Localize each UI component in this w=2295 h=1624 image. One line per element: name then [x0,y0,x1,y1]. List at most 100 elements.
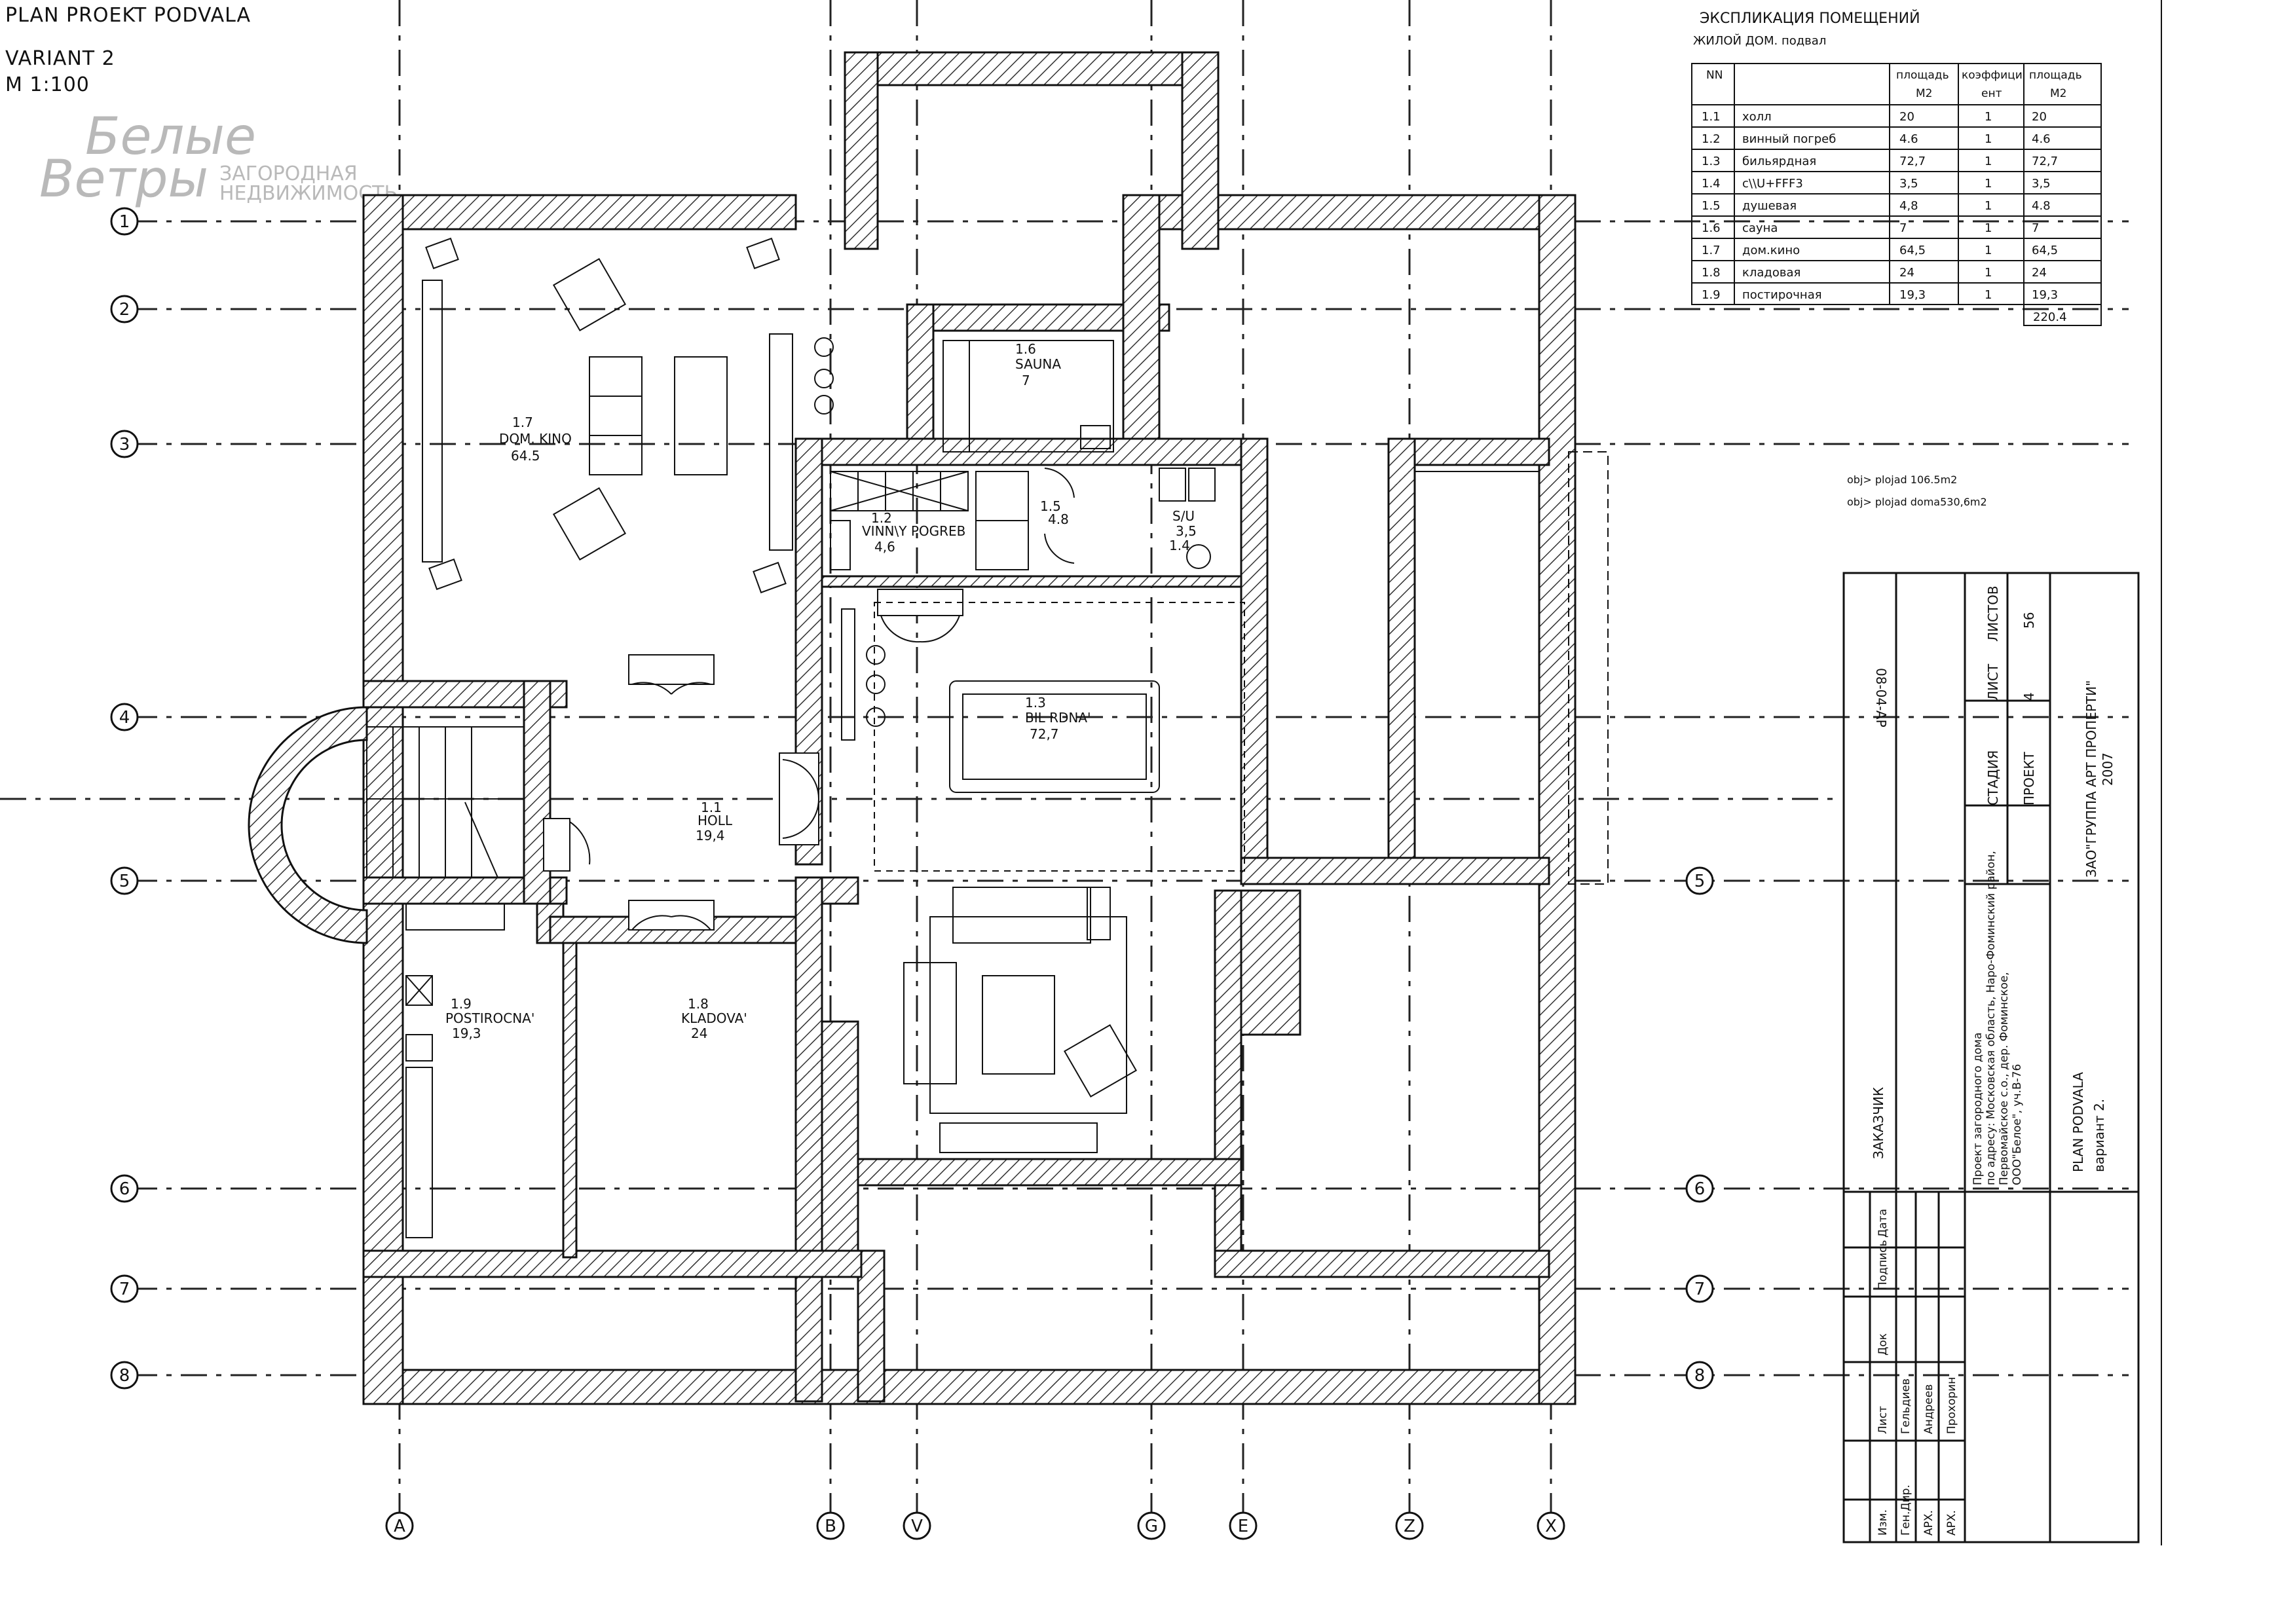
table-cell: сауна [1742,221,1778,235]
stamp-stage-value: ПРОЕКТ [2021,751,2037,805]
stamp-sheet-variant: вариант 2. [2091,1099,2107,1172]
room-1-2-number: 1.2 [871,510,892,526]
room-1-9-area: 19,3 [452,1025,481,1041]
room-1-7-number: 1.7 [512,415,533,430]
stamp-role-1: Ген.Дир. [1899,1485,1912,1536]
table-cell: 7 [1899,221,1907,235]
axis-label-row-6-right: 6 [1694,1179,1706,1199]
room-1-1-area: 19,4 [696,828,725,843]
plan-variant: VARIANT 2 [5,47,115,70]
table-head-area: площадь [1896,69,1949,82]
room-1-1-name: HOLL [698,813,733,828]
table-unit-coef: ент [1981,87,2002,100]
room-1-5-number: 1.5 [1040,498,1061,514]
stamp-sheets-value: 56 [2021,612,2037,629]
axis-label-col-b: B [825,1517,836,1536]
table-cell: 1.6 [1702,221,1721,235]
stamp-role-3: АРХ. [1945,1510,1958,1536]
table-cell: холл [1742,110,1772,124]
doors [543,468,1075,931]
table-unit-area2: М2 [2050,87,2066,100]
room-1-6-name: SAUNA [1015,356,1061,372]
staircase [366,726,525,878]
stamp-sheets-head: ЛИСТОВ [1985,585,2001,642]
table-cell: кладовая [1742,266,1801,280]
axis-label-col-g: G [1145,1517,1158,1536]
room-1-2-name: VINN\Y POGREB [862,523,965,539]
room-1-9-name: POSTIROCNA' [445,1010,534,1026]
table-cell: 4.6 [1899,132,1918,146]
axis-label-row-7: 7 [119,1280,130,1299]
logo-sub1: ЗАГОРОДНАЯ [219,162,358,185]
title-block [1842,0,2162,1545]
axis-label-col-a: A [394,1517,405,1536]
stamp-project-1: Проект загородного дома [1971,1033,1985,1185]
axis-bubbles [110,207,1714,1540]
stamp-head-izm: Изм. [1876,1509,1890,1536]
table-cell: 64,5 [1899,244,1926,257]
table-cell: 3,5 [2032,177,2051,191]
table-cell: 64,5 [2032,244,2058,257]
stamp-company: ЗАО"ГРУППА АРТ ПРОПЕРТИ" [2083,680,2099,877]
table-cell: 1 [1985,266,1992,280]
stamp-role-2: АРХ. [1922,1510,1935,1536]
axis-label-row-1: 1 [119,212,130,232]
axis-grid [0,0,2129,1519]
axis-label-col-x: X [1545,1517,1557,1536]
table-cell: бильярдная [1742,155,1816,168]
table-cell: 1.7 [1702,244,1721,257]
table-title: ЭКСПЛИКАЦИЯ ПОМЕЩЕНИЙ [1700,10,1920,27]
table-cell: 1.3 [1702,155,1721,168]
table-cell: 4,8 [1899,199,1918,213]
axis-label-col-e: E [1238,1517,1248,1536]
plan-title: PLAN PROEKT PODVALA [5,4,252,27]
stamp-project-3: Первомайское с.о., дер. Фоминское, [1998,972,2011,1185]
table-head-coef: коэффици [1962,69,2023,82]
table-cell: 1 [1985,244,1992,257]
table-cell: 1.4 [1702,177,1721,191]
table-cell: винный погреб [1742,132,1836,146]
table-cell: 72,7 [1899,155,1926,168]
stamp-name-1: Гельдиев [1899,1378,1912,1434]
room-1-3-number: 1.3 [1025,695,1046,710]
logo-script-top: Белые [85,107,256,166]
table-cell: 24 [2032,266,2047,280]
company-logo: Белые Ветры ЗАГОРОДНАЯ НЕДВИЖИМОСТЬ [39,107,398,209]
stamp-project-2: по адресу: Московская область, Наро-Фоми… [1985,851,1998,1185]
room-1-9-number: 1.9 [451,996,472,1012]
building-walls [362,51,1577,1405]
stamp-stage-head: СТАДИЯ [1985,750,2001,805]
table-cell: 19,3 [2032,288,2058,302]
note-area-1: obj> plojad 106.5m2 [1847,473,1957,486]
axis-label-row-8: 8 [119,1366,130,1386]
stamp-sheet-name: PLAN PODVALA [2070,1072,2086,1172]
table-cell: 1.1 [1702,110,1721,124]
table-cell: 1 [1985,288,1992,302]
table-total: 220.4 [2033,310,2067,324]
room-1-7-name: DOM. KINO [499,431,572,447]
room-1-2-area: 4,6 [874,539,895,555]
room-1-8-area: 24 [691,1025,707,1041]
stamp-customer: ЗАКАЗЧИК [1871,1087,1886,1159]
axis-label-row-6: 6 [119,1179,130,1199]
furniture [405,237,1609,1238]
room-1-4-number: 1.4 [1169,538,1190,553]
table-cell: 19,3 [1899,288,1926,302]
axis-label-row-5: 5 [119,872,130,891]
table-cell: душевая [1742,199,1797,213]
plan-scale: M 1:100 [5,73,90,96]
table-cell: 1 [1985,132,1992,146]
axis-label-row-8-right: 8 [1694,1366,1706,1386]
table-head-area2: площадь [2029,69,2082,82]
axis-label-row-3: 3 [119,435,130,454]
room-1-3-name: BIL RDNA' [1025,710,1091,726]
axis-label-row-2: 2 [119,300,130,320]
table-cell: 4.8 [2032,199,2051,213]
table-cell: 7 [2032,221,2039,235]
table-head-nn: NN [1706,69,1723,82]
axis-label-row-4: 4 [119,708,130,728]
stamp-head-date: Дата [1876,1209,1890,1238]
axis-label-col-v: V [911,1517,923,1536]
stamp-name-2: Андреев [1922,1384,1935,1434]
